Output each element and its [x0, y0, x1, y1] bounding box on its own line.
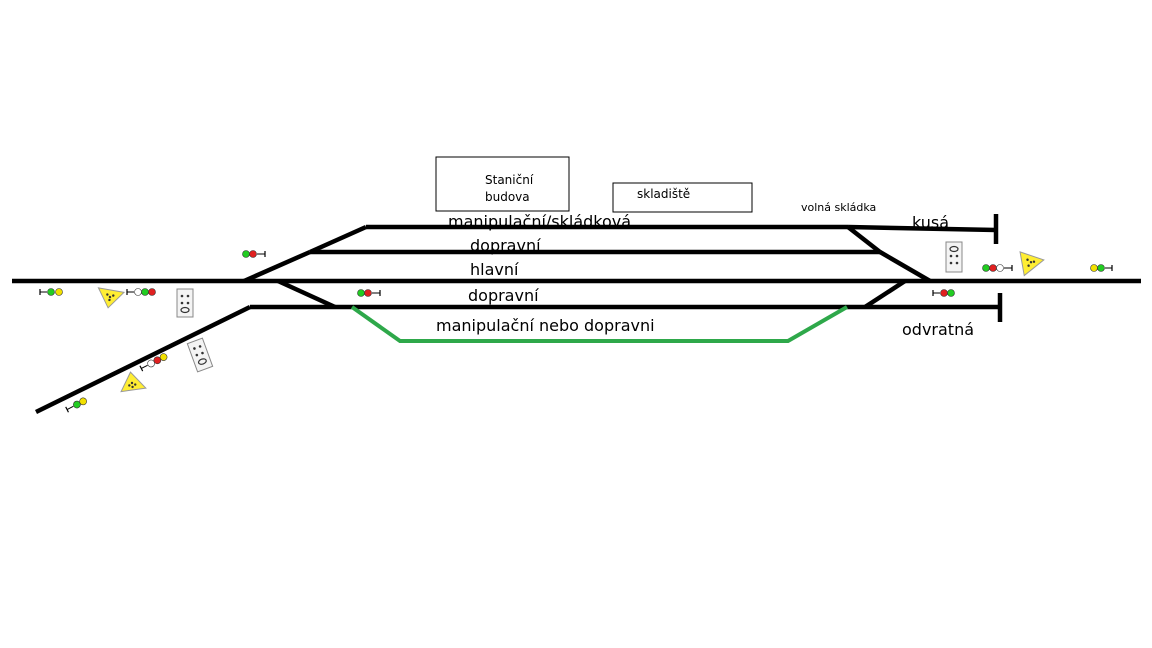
station-building-label-line1: Staniční	[485, 173, 534, 187]
signal-lower-running-right	[932, 289, 955, 297]
warning-sign-branch-icon	[120, 371, 147, 393]
signal-entry-right	[982, 264, 1013, 272]
warning-sign-left-icon	[97, 287, 126, 309]
branch-line-track	[35, 304, 251, 415]
switch-right-lower-running	[863, 279, 907, 309]
planned-track-label: manipulační nebo dopravni	[436, 316, 655, 335]
spur-track-label: kusá	[912, 213, 949, 232]
marker-board-left-icon	[176, 288, 194, 318]
signal-distant-left	[39, 288, 63, 296]
signal-distant-branch	[65, 397, 87, 413]
signal-lower-running-left	[357, 289, 381, 297]
switch-left-lower-running	[277, 278, 336, 310]
marker-board-branch-icon	[186, 337, 214, 373]
warning-sign-right-icon	[1019, 251, 1045, 277]
warehouse-label: skladiště	[637, 187, 690, 201]
switch-right-upper-running	[878, 250, 932, 283]
tracks	[12, 214, 1141, 415]
open-storage-label: volná skládka	[801, 201, 876, 214]
signal-entry-branch	[139, 353, 168, 372]
switch-left-upper-running	[243, 249, 311, 284]
planned-track	[350, 305, 848, 343]
warehouse-building: skladiště	[612, 182, 753, 213]
spur-track	[847, 224, 997, 233]
signal-entry-upper-left	[242, 250, 266, 258]
lower-running-track-label: dopravní	[468, 286, 539, 305]
upper-running-track-label: dopravní	[470, 236, 541, 255]
loading-track-label: manipulační/skládková	[448, 212, 631, 231]
safety-siding-track-label: odvratná	[902, 320, 974, 339]
marker-board-right-icon	[945, 241, 963, 273]
station-building-label-line2: budova	[485, 190, 530, 204]
switch-left-loading	[309, 224, 367, 255]
station-building: Staniční budova	[435, 156, 570, 212]
signal-entry-left	[126, 288, 156, 296]
switch-right-loading	[846, 225, 882, 254]
main-track-label: hlavní	[470, 260, 519, 279]
signal-distant-right	[1090, 264, 1113, 272]
